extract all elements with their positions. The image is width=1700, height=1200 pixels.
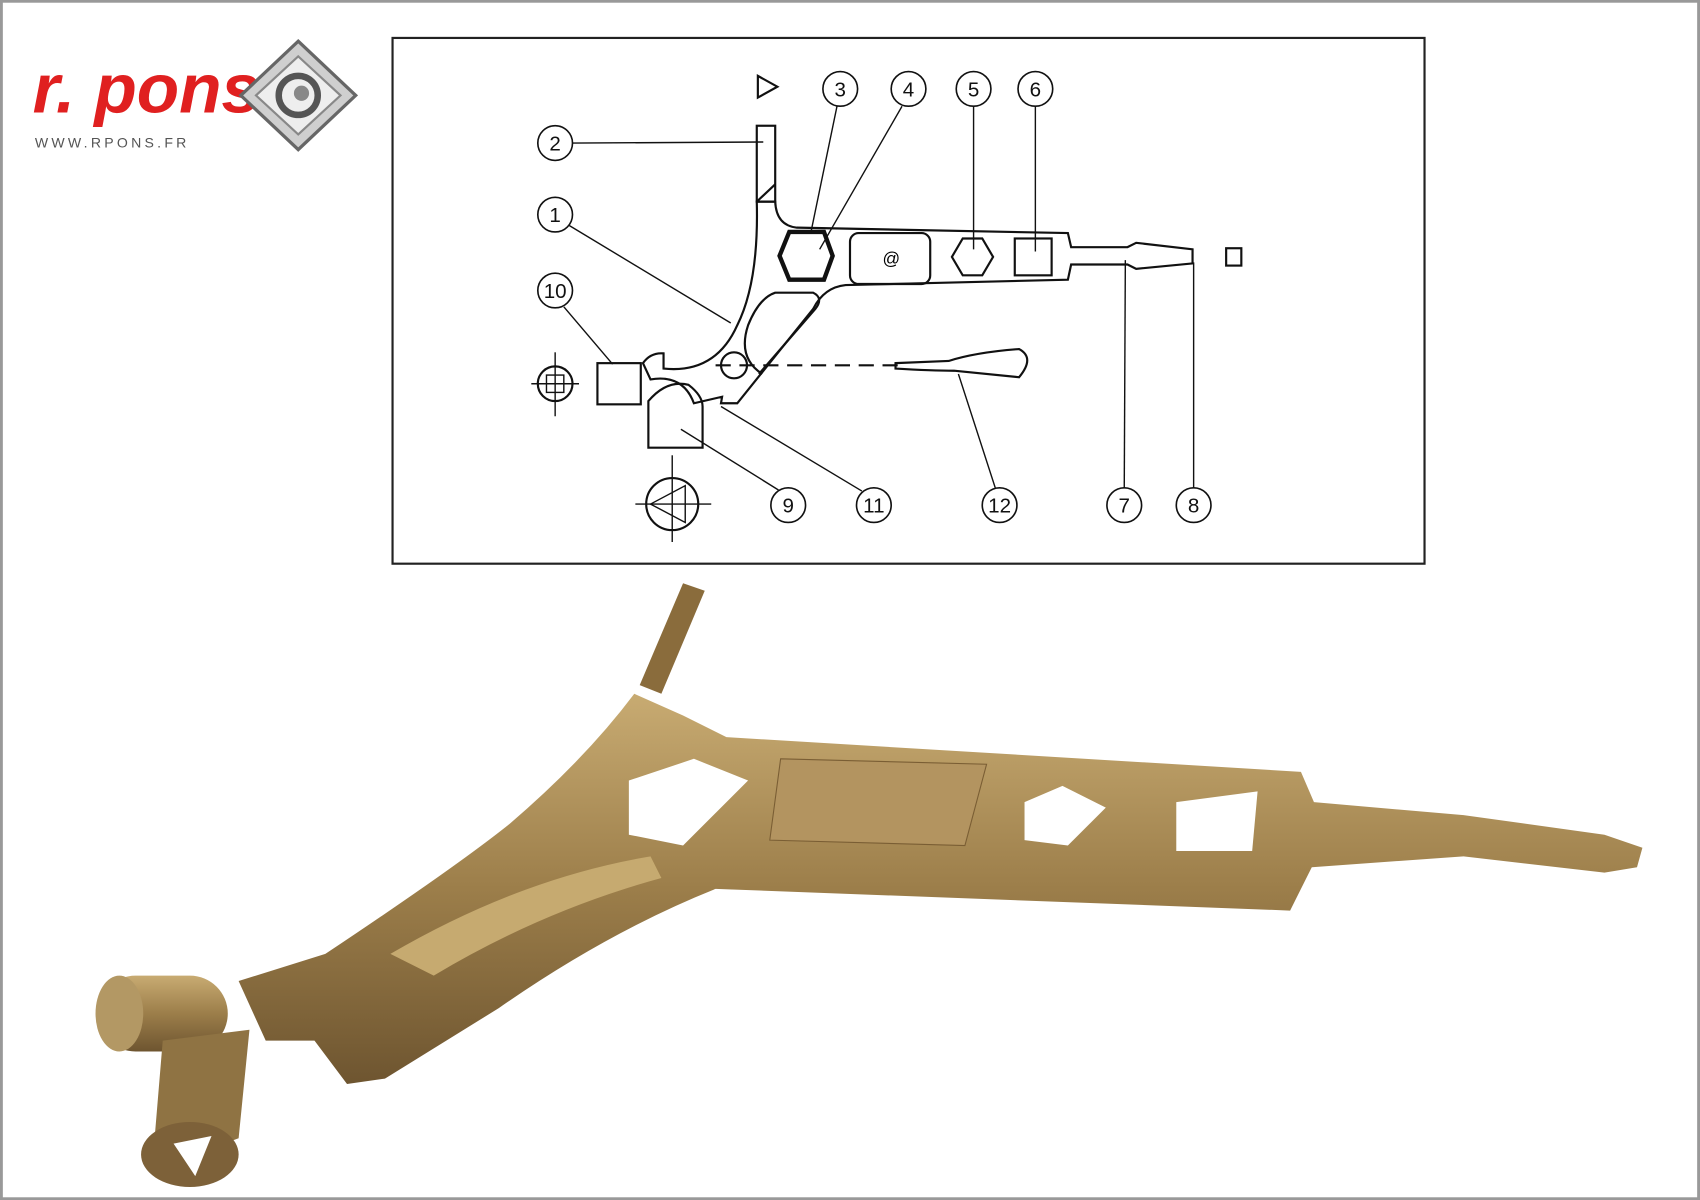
- callout-circle: [890, 70, 927, 108]
- callout-circle: [1017, 70, 1054, 108]
- hex-socket-large-icon: [777, 229, 835, 282]
- brand-logo: r. pons WWW.RPONS.FR: [33, 38, 359, 152]
- brand-emblem-icon: [238, 38, 359, 152]
- callout-4: 4: [890, 70, 927, 108]
- square-socket-icon: [1013, 237, 1053, 277]
- callout-number: 9: [782, 495, 793, 518]
- callout-number: 3: [835, 78, 846, 101]
- callout-circle: [855, 486, 893, 524]
- brand-url: WWW.RPONS.FR: [35, 134, 190, 150]
- product-photo: [95, 583, 1643, 1187]
- callout-circle: [536, 196, 574, 233]
- logo-mark-icon: @: [883, 248, 901, 268]
- callout-circle: [770, 486, 807, 524]
- callout-number: 4: [903, 78, 914, 101]
- callout-1: 1: [536, 196, 574, 233]
- triangle-symbol-icon: [756, 74, 780, 100]
- brand-name: r. pons: [33, 50, 260, 128]
- callout-number: 6: [1030, 78, 1041, 101]
- callout-8: 8: [1175, 486, 1212, 524]
- callout-circle: [955, 70, 992, 108]
- callout-circle: [1106, 486, 1143, 524]
- callout-3: 3: [822, 70, 859, 108]
- callout-circle: [1175, 486, 1212, 524]
- pin-clip-icon: [894, 347, 1029, 379]
- callout-number: 8: [1188, 495, 1199, 518]
- callout-number: 12: [988, 495, 1011, 518]
- callout-number: 7: [1119, 495, 1130, 518]
- callout-number: 1: [549, 204, 560, 227]
- callout-9: 9: [770, 486, 807, 524]
- callout-6: 6: [1017, 70, 1054, 108]
- callout-number: 5: [968, 78, 979, 101]
- hex-socket-small-icon: [950, 237, 995, 277]
- callout-circle: [536, 124, 574, 162]
- callout-circle: [981, 486, 1018, 524]
- callout-5: 5: [955, 70, 992, 108]
- small-square-icon: [1225, 247, 1243, 267]
- callout-10: 10: [536, 272, 574, 309]
- callout-11: 11: [855, 486, 893, 524]
- callout-circle: [536, 272, 574, 309]
- callout-number: 10: [544, 280, 567, 303]
- callout-7: 7: [1106, 486, 1143, 524]
- callout-circle: [822, 70, 859, 108]
- callout-number: 11: [863, 495, 884, 518]
- leader-lines: [563, 105, 1195, 492]
- callout-12: 12: [981, 486, 1018, 524]
- callout-number: 2: [549, 133, 560, 156]
- callout-2: 2: [536, 124, 574, 162]
